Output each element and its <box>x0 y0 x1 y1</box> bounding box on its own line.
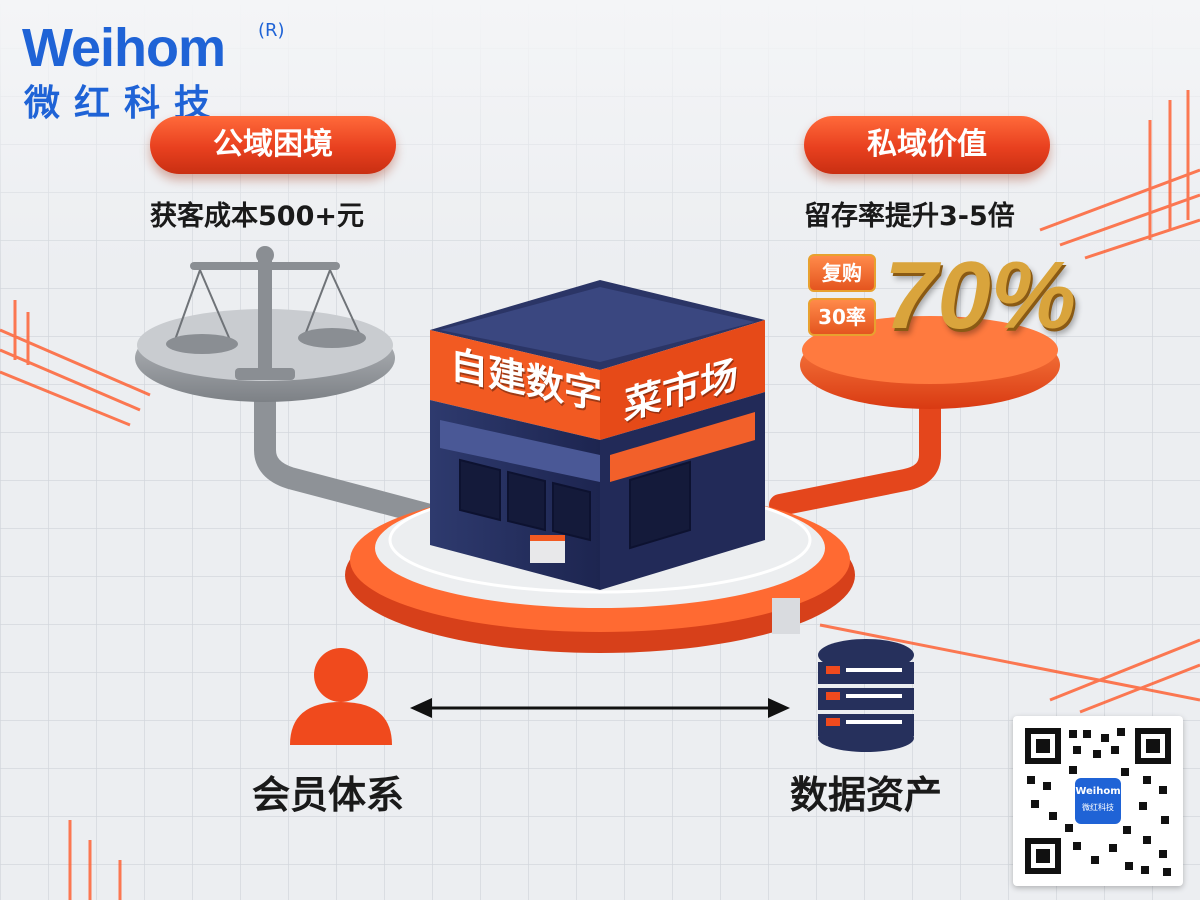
right-pipe <box>769 389 941 516</box>
qr-center-logo: Weihom <box>1075 786 1121 797</box>
logo-wordmark: Weihom <box>22 18 226 78</box>
brand-logo: Weihom (R) 微红科技 <box>22 14 292 124</box>
storefront-icon <box>430 280 765 590</box>
user-icon <box>290 648 392 745</box>
double-arrow-icon <box>410 698 790 718</box>
membership-label: 会员体系 <box>252 773 405 817</box>
registered-mark: (R) <box>258 20 285 41</box>
repurchase-rate-value: 70% <box>884 242 1077 349</box>
public-domain-pill: 公域困境 <box>150 116 396 174</box>
acquisition-cost-caption: 获客成本500+元 <box>150 201 364 232</box>
light-streaks-right <box>819 90 1200 714</box>
repurchase-badge: 复购 <box>808 254 876 292</box>
qr-code-icon: Weihom 微红科技 <box>1013 716 1183 886</box>
private-domain-pill: 私域价值 <box>804 116 1050 174</box>
balance-scale-icon <box>166 246 366 380</box>
database-icon <box>818 639 914 752</box>
left-pipe <box>254 369 441 526</box>
light-streaks-left <box>0 300 151 900</box>
qr-center-cn: 微红科技 <box>1082 803 1114 812</box>
rate-badge: 30率 <box>808 298 876 336</box>
data-assets-label: 数据资产 <box>790 773 943 817</box>
retention-caption: 留存率提升3-5倍 <box>804 201 1015 232</box>
qr-pattern <box>1025 728 1171 876</box>
